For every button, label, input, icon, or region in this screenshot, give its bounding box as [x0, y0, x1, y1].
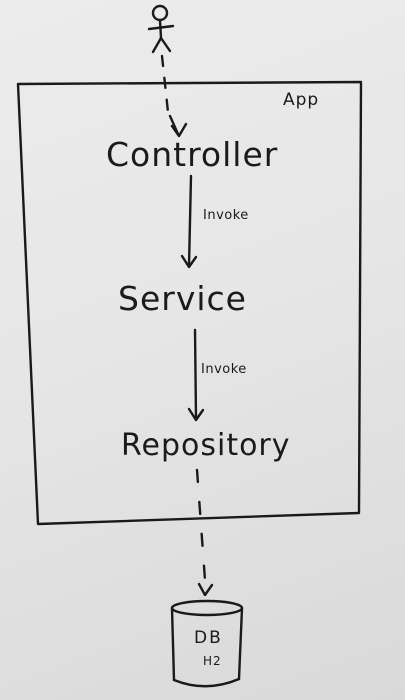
database-name-label: DB	[194, 628, 223, 648]
app-container-box	[16, 80, 363, 526]
invoke-label-1: Invoke	[203, 208, 249, 223]
actor-to-controller-arrow	[160, 54, 188, 138]
user-stick-figure-icon	[147, 4, 175, 54]
database-engine-label: H2	[203, 654, 222, 668]
app-container-label: App	[283, 90, 320, 110]
database-cylinder-icon	[170, 599, 244, 688]
controller-to-service-arrow	[180, 174, 198, 269]
service-to-repository-arrow	[187, 328, 205, 422]
invoke-label-2: Invoke	[201, 362, 247, 377]
repository-node: Repository	[121, 428, 291, 463]
controller-node: Controller	[106, 135, 279, 174]
service-node: Service	[118, 279, 247, 318]
repository-to-db-arrow	[195, 468, 214, 597]
